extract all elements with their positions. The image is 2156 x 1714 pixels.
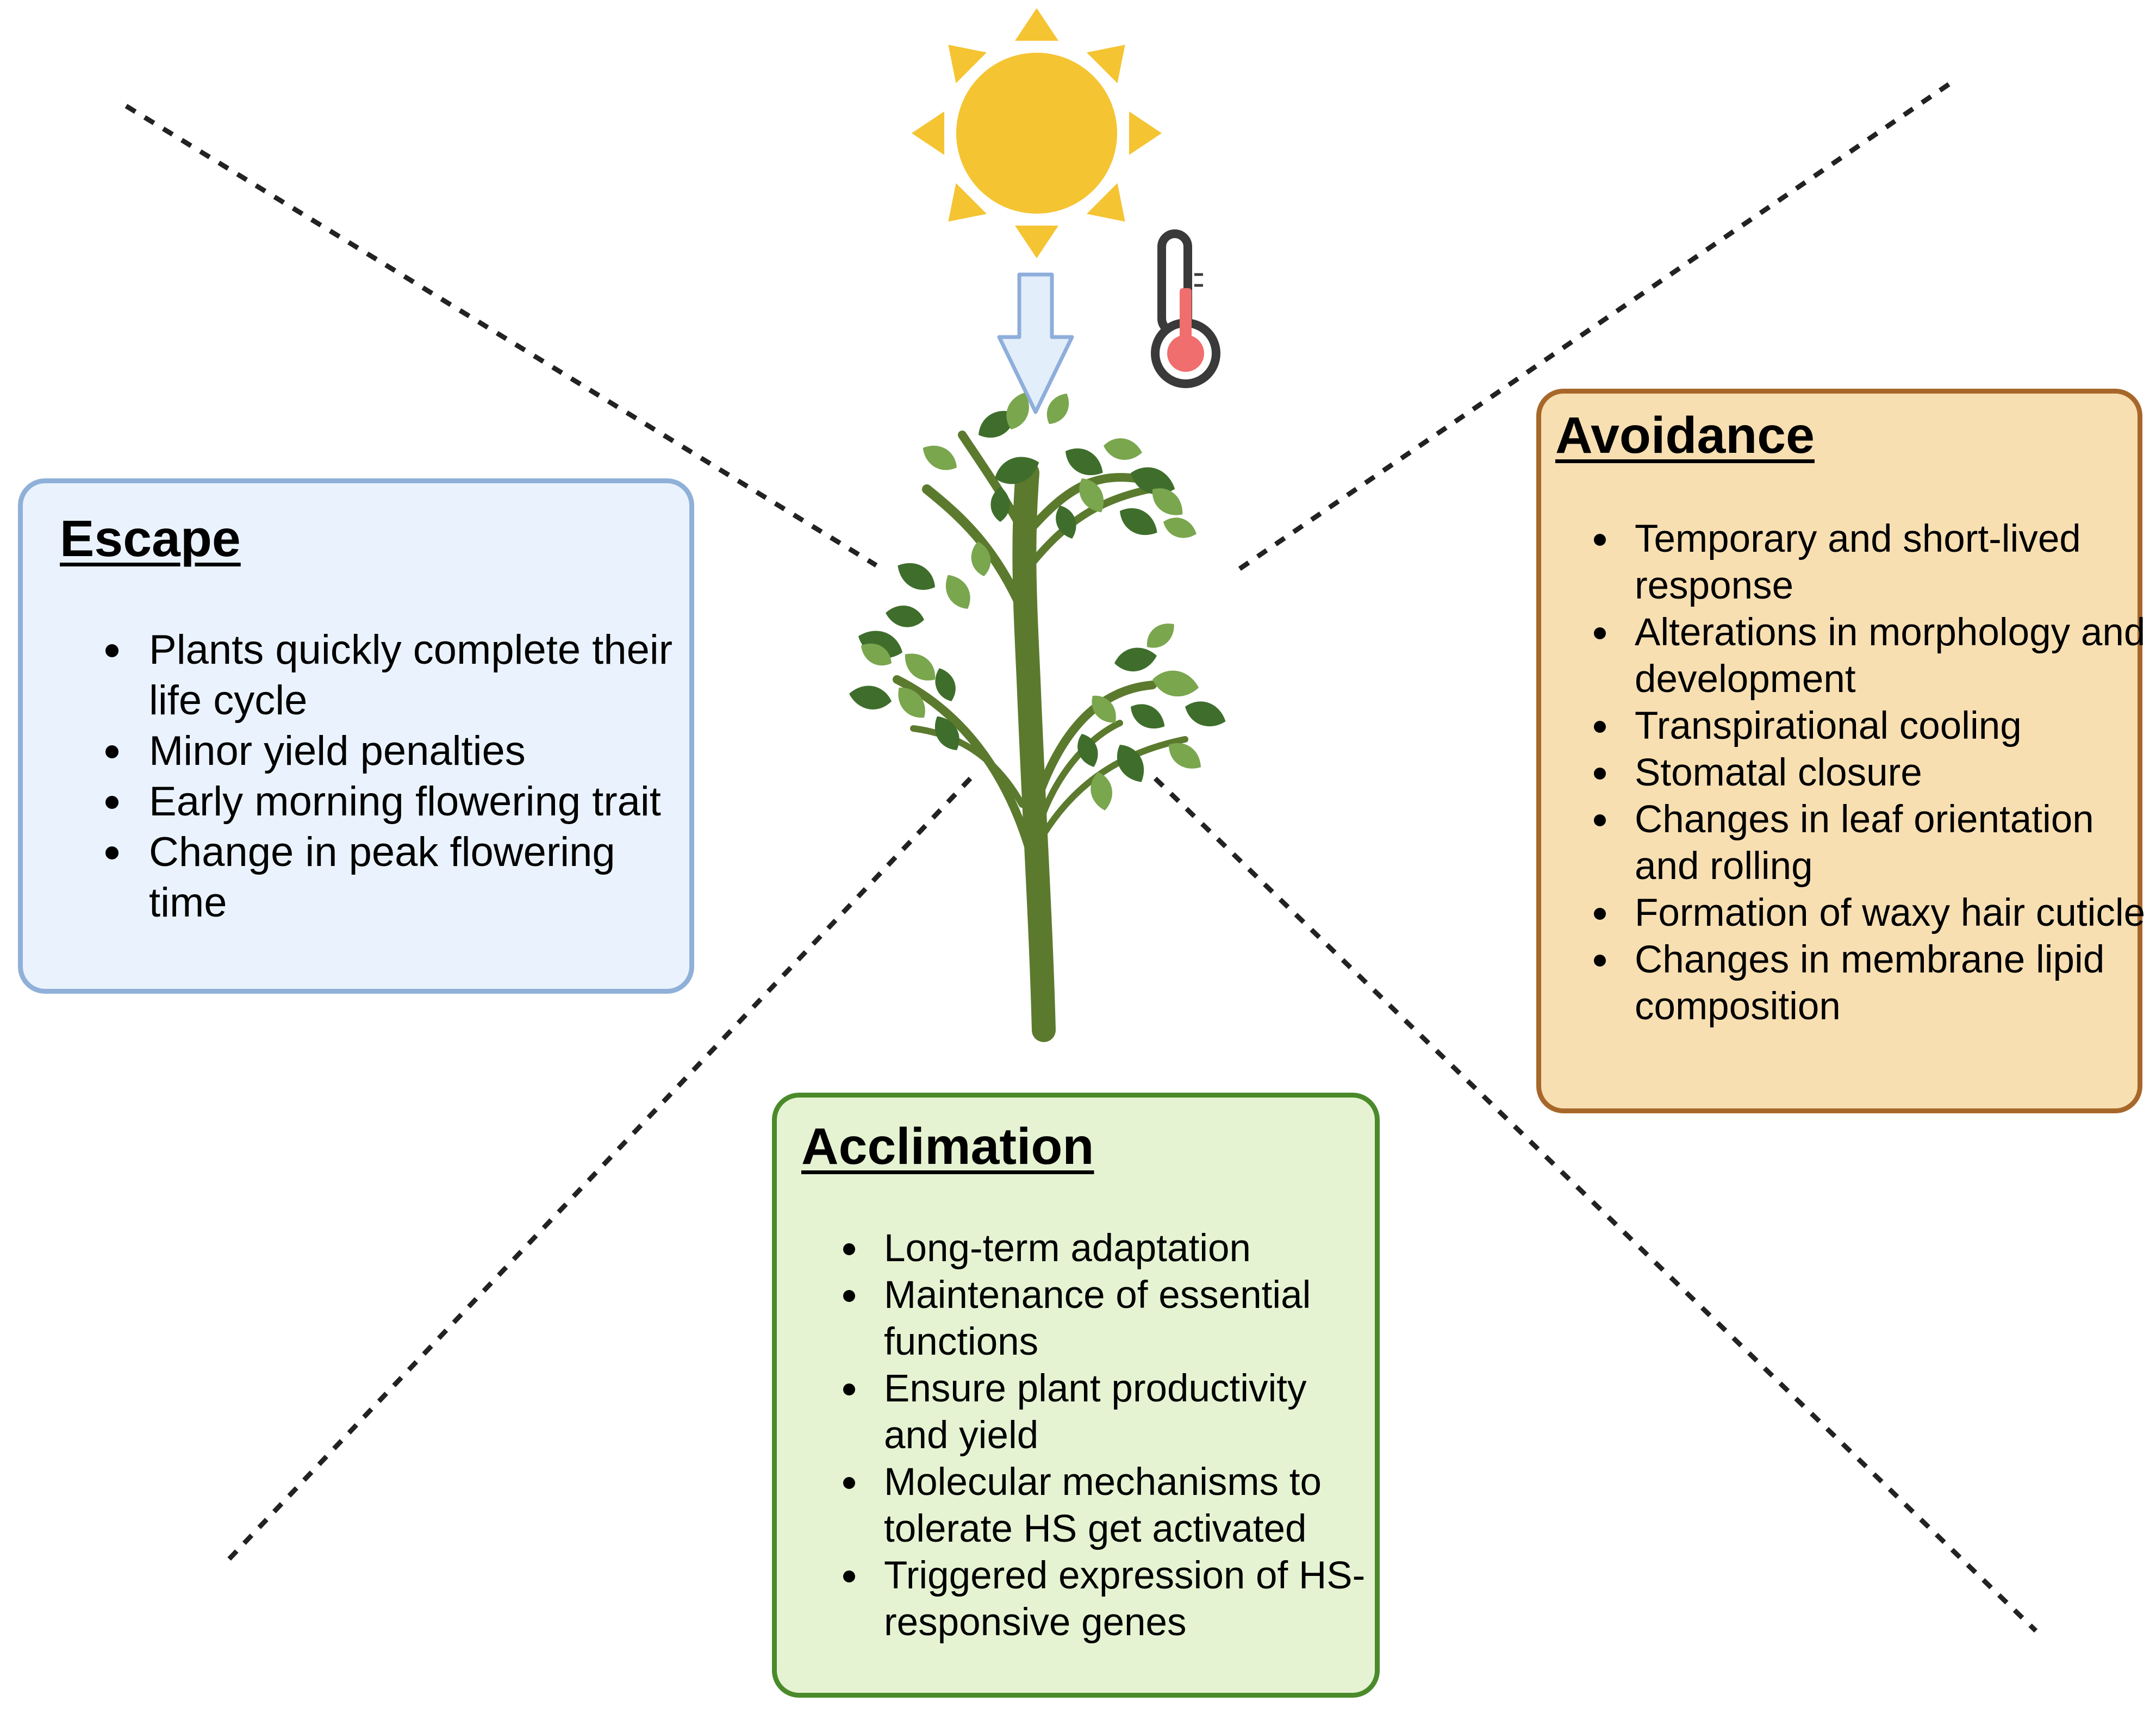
plant-leaf xyxy=(886,606,924,627)
plant-leaf xyxy=(1079,478,1104,513)
avoidance-box: Avoidance Temporary and short-lived resp… xyxy=(1536,389,2145,1113)
sun-ray xyxy=(1129,111,1162,155)
divider-bottom-right xyxy=(1153,776,2038,1633)
sun-ray xyxy=(1086,183,1125,222)
plant-leaf xyxy=(898,563,935,590)
avoidance-item: Changes in leaf orientation and rolling xyxy=(1594,796,2146,890)
divider-top-left xyxy=(124,104,878,568)
plant-leaf xyxy=(1152,488,1183,515)
plant-leaf xyxy=(995,457,1039,484)
sun-ray xyxy=(1015,226,1058,258)
plant-leaf xyxy=(1056,506,1076,539)
sun-ray xyxy=(1086,45,1125,84)
plant-leaf xyxy=(905,653,936,681)
thermometer-icon xyxy=(1151,229,1220,388)
plant-leaf xyxy=(1091,772,1112,811)
plant-leaf xyxy=(1077,734,1098,767)
escape-list: Plants quickly complete their life cycle… xyxy=(105,625,693,928)
acclimation-list: Long-term adaptation Maintenance of esse… xyxy=(843,1225,1379,1646)
sun-ray xyxy=(948,45,987,84)
avoidance-item: Alterations in morphology and developmen… xyxy=(1594,609,2146,703)
plant-leaf xyxy=(1146,624,1174,648)
plant-leaf xyxy=(1104,438,1142,460)
plant-icon xyxy=(849,392,1226,1042)
plant-leaf xyxy=(990,487,1010,522)
acclimation-item: Ensure plant productivity and yield xyxy=(843,1366,1379,1459)
avoidance-item: Formation of waxy hair cuticle xyxy=(1594,890,2146,937)
plant-leaf xyxy=(971,541,991,576)
plant-leaf xyxy=(1185,701,1226,726)
escape-title: Escape xyxy=(60,510,241,568)
avoidance-item: Stomatal closure xyxy=(1594,750,2146,796)
plant-leaf xyxy=(923,445,957,470)
plant-leaf xyxy=(935,668,956,701)
plant-leaf xyxy=(1117,745,1144,782)
escape-item: Change in peak flowering time xyxy=(105,827,693,928)
plant-leaf xyxy=(1114,647,1157,671)
acclimation-item: Long-term adaptation xyxy=(843,1225,1379,1272)
plant-leaf xyxy=(1163,518,1197,538)
plant-leaf xyxy=(934,716,959,750)
escape-box: Escape Plants quickly complete their lif… xyxy=(18,478,694,994)
plant-leaf xyxy=(898,687,925,718)
sun-ray xyxy=(948,183,987,222)
divider-bottom-left xyxy=(221,776,973,1568)
plant-leaf xyxy=(1046,393,1069,424)
plant-leaf xyxy=(1092,695,1116,723)
avoidance-item: Temporary and short-lived response xyxy=(1594,516,2146,609)
dotted-divider-lines xyxy=(124,82,2038,1633)
acclimation-item: Molecular mechanisms to tolerate HS get … xyxy=(843,1459,1379,1553)
acclimation-title: Acclimation xyxy=(801,1118,1094,1175)
escape-item: Plants quickly complete their life cycle xyxy=(105,625,693,726)
heat-arrow-icon xyxy=(997,272,1074,414)
sun-ray xyxy=(912,111,944,155)
avoidance-list: Temporary and short-lived response Alter… xyxy=(1594,516,2146,1030)
plant-leaf xyxy=(945,575,970,609)
plant-leaf xyxy=(1152,670,1199,696)
plant-leaf xyxy=(1065,448,1103,475)
plant-leaf xyxy=(1168,743,1201,769)
acclimation-item: Maintenance of essential functions xyxy=(843,1272,1379,1366)
escape-item: Early morning flowering trait xyxy=(105,776,693,827)
plant-leaf xyxy=(861,643,892,666)
plant-leaf xyxy=(849,685,892,709)
avoidance-item: Transpirational cooling xyxy=(1594,703,2146,750)
plant-leaf xyxy=(1120,508,1157,535)
avoidance-item: Changes in membrane lipid composition xyxy=(1594,937,2146,1030)
divider-top-right xyxy=(1233,82,1951,574)
acclimation-box: Acclimation Long-term adaptation Mainten… xyxy=(772,1093,1380,1698)
plant-leaf xyxy=(979,411,1016,438)
sun-ray xyxy=(1015,8,1058,41)
plant-leaf xyxy=(1006,392,1029,429)
acclimation-item: Triggered expression of HS-responsive ge… xyxy=(843,1553,1379,1646)
plant-leaf xyxy=(1131,467,1175,495)
plant-leaf xyxy=(1131,704,1165,729)
sun-icon xyxy=(912,8,1162,258)
avoidance-title: Avoidance xyxy=(1555,407,1815,464)
escape-item: Minor yield penalties xyxy=(105,726,693,776)
